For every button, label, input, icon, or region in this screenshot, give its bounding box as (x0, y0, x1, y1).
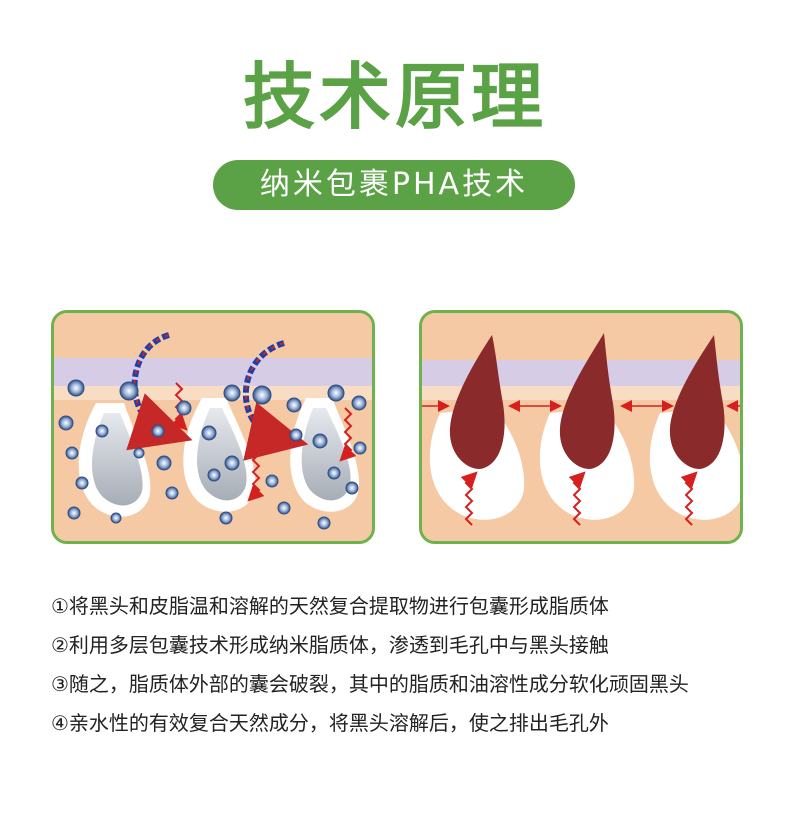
note-step-4: ④亲水性的有效复合天然成分，将黑头溶解后，使之排出毛孔外 (51, 711, 609, 735)
technology-badge: 纳米包裹PHA技术 (213, 160, 575, 210)
penetration-arrows (126, 332, 309, 461)
nano-capsules (58, 379, 367, 530)
blackhead-expulsion-diagram (422, 313, 740, 541)
note-step-2: ②利用多层包囊技术形成纳米脂质体，渗透到毛孔中与黑头接触 (51, 633, 609, 657)
illustration-blackhead-expulsion (419, 310, 743, 544)
capsule-penetration-diagram (54, 313, 372, 541)
illustration-capsule-penetration (51, 310, 375, 544)
membrane-layer (54, 358, 372, 386)
note-step-3: ③随之，脂质体外部的囊会破裂，其中的脂质和油溶性成分软化顽固黑头 (51, 672, 689, 696)
expulsion-waves (460, 471, 698, 526)
blackheads (449, 333, 725, 469)
principle-notes: ①将黑头和皮脂温和溶解的天然复合提取物进行包囊形成脂质体 ②利用多层包囊技术形成… (51, 590, 751, 746)
note-step-1: ①将黑头和皮脂温和溶解的天然复合提取物进行包囊形成脂质体 (51, 594, 609, 618)
page-title: 技术原理 (242, 55, 547, 139)
